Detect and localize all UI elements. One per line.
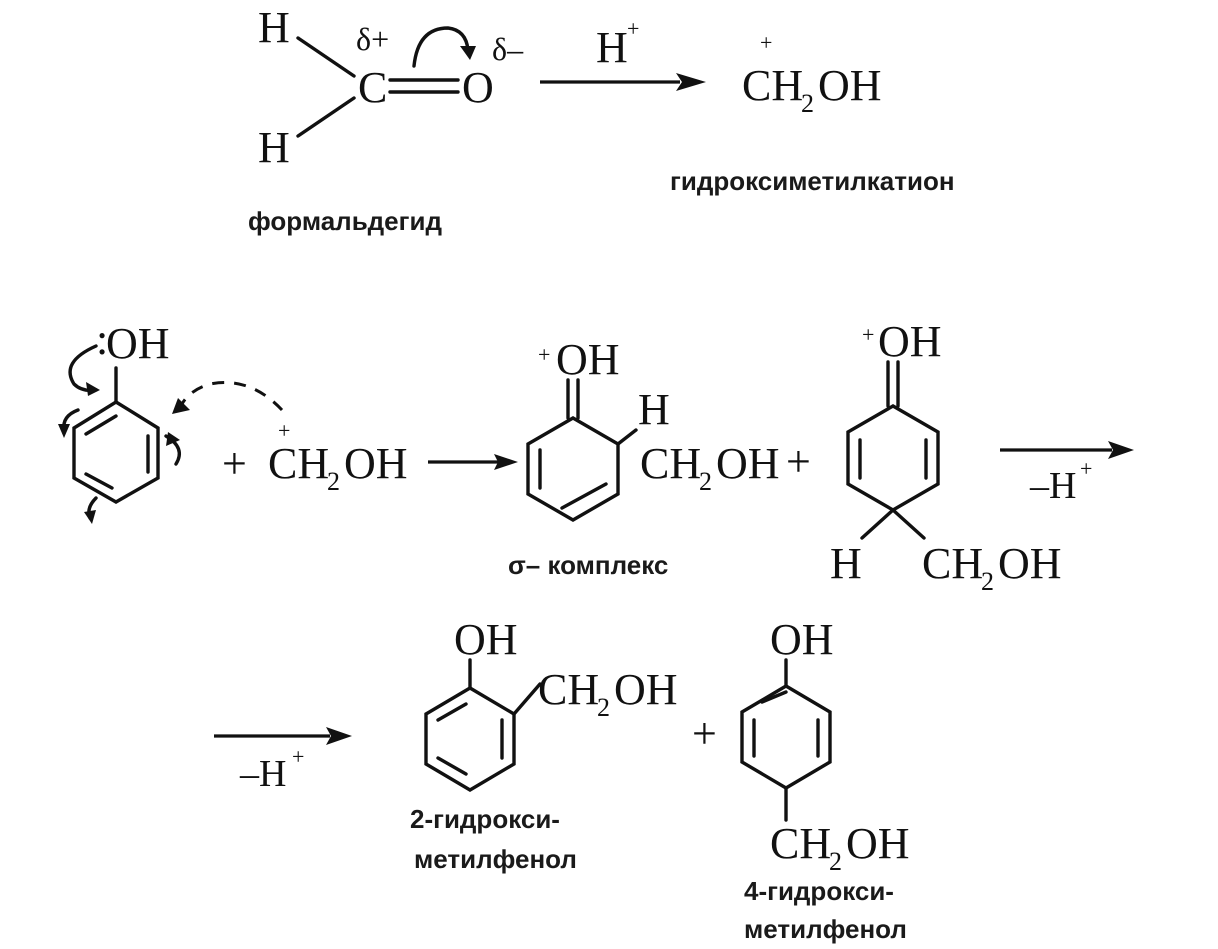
- formaldehyde-h-bottom: H: [258, 123, 290, 172]
- phenol: : OH: [58, 315, 284, 524]
- proton-reagent: H: [596, 23, 628, 72]
- protonation-arrow: H +: [540, 16, 706, 91]
- product-para-oh: OH: [770, 615, 834, 664]
- sigma-ortho-h: H: [638, 385, 670, 434]
- delta-minus-label: δ–: [492, 31, 524, 67]
- proton-charge: +: [627, 16, 639, 41]
- electron-shift-arrowhead: [460, 46, 476, 60]
- deprotonation-1-label: –H: [1029, 465, 1076, 507]
- formaldehyde-h-top: H: [258, 3, 290, 52]
- product-para-ch: CH: [770, 819, 831, 868]
- deprotonation-arrow-2-head: [326, 727, 352, 745]
- phenol-ring: [72, 400, 160, 504]
- cation-oh: OH: [818, 61, 882, 110]
- deprotonation-arrow-1: –H +: [1000, 441, 1134, 507]
- product-para-inner-bond-3: [760, 690, 788, 704]
- sigma-ortho-charge: +: [538, 342, 550, 367]
- lone-pair-shift-arrow: [68, 344, 98, 393]
- cation-subscript: 2: [801, 89, 814, 118]
- sigma-ortho-inner-bond-2: [560, 482, 608, 510]
- lone-pair-arrowhead: [86, 382, 100, 396]
- sigma-para-h: H: [830, 539, 862, 588]
- formaldehyde: H H C O δ+ δ– формальдегид: [248, 3, 524, 236]
- hydroxymethyl-cation: + CH 2 OH гидроксиметилкатион: [670, 30, 955, 196]
- phenol-inner-bond-3: [84, 472, 114, 490]
- product-para-oh2: OH: [846, 819, 910, 868]
- ring-shift-arrowhead-right: [166, 432, 180, 446]
- sigma-para-oh2: OH: [998, 539, 1062, 588]
- sigma-para-ch2oh-bond: [891, 508, 926, 540]
- attack-arrow: [428, 454, 518, 470]
- ring-shift-arrowhead-left: [58, 424, 70, 438]
- products-plus-sign: +: [692, 709, 717, 758]
- attack-arrowhead: [172, 398, 190, 414]
- deprotonation-2-label: –H: [239, 753, 286, 795]
- deprotonation-arrow-2: –H +: [214, 727, 352, 795]
- product-ortho-oh2: OH: [614, 665, 678, 714]
- sigma-ortho-ch: CH: [640, 439, 701, 488]
- phenol-oh: OH: [106, 319, 170, 368]
- product-para: OH CH 2 OH 4-гидрокси- метилфенол: [740, 615, 910, 944]
- electrophile-oh: OH: [344, 439, 408, 488]
- product-ortho-inner-bond-1: [436, 702, 468, 722]
- electrophile: + + CH 2 OH: [222, 418, 408, 496]
- sigma-para-oh: OH: [878, 317, 942, 366]
- product-para-subscript: 2: [829, 847, 842, 876]
- cation-charge: +: [760, 30, 772, 55]
- formaldehyde-name: формальдегид: [248, 206, 442, 236]
- sigma-ortho-oh2: OH: [716, 439, 780, 488]
- product-ortho-inner-bond-3: [436, 756, 468, 776]
- phenol-inner-bond-1: [84, 414, 118, 436]
- product-ortho-oh: OH: [454, 615, 518, 664]
- product-ortho-ch2-bond: [512, 682, 542, 716]
- sigma-complex-para: + OH H CH 2 OH: [830, 317, 1062, 596]
- product-para-name-line2: метилфенол: [744, 914, 907, 944]
- bond-ch-bottom: [296, 96, 356, 138]
- product-ortho-name-line1: 2-гидрокси-: [410, 804, 560, 834]
- electron-shift-arrow: [412, 26, 470, 68]
- formaldehyde-carbon: C: [358, 63, 387, 112]
- ring-shift-arrowhead-bottom: [84, 510, 96, 524]
- sigma-ortho-ch-bond: [616, 428, 638, 446]
- electrophile-plus-sign: +: [222, 439, 247, 488]
- sigma-ortho-subscript: 2: [699, 467, 712, 496]
- sigma-ortho-oh: OH: [556, 335, 620, 384]
- delta-plus-label: δ+: [356, 21, 389, 57]
- deprotonation-arrow-1-head: [1108, 441, 1134, 459]
- electrophile-subscript: 2: [327, 467, 340, 496]
- arrowhead: [676, 73, 706, 91]
- attack-arrow-head: [494, 454, 518, 470]
- phenol-lone-pair: :: [96, 315, 108, 364]
- electrophile-ch: CH: [268, 439, 329, 488]
- sigma-para-ch-bond: [860, 508, 895, 540]
- sigma-plus-sign: +: [786, 437, 811, 486]
- electrophile-charge: +: [278, 418, 290, 443]
- formaldehyde-oxygen: O: [462, 63, 494, 112]
- deprotonation-2-charge: +: [292, 744, 304, 769]
- cation-ch: CH: [742, 61, 803, 110]
- deprotonation-1-charge: +: [1080, 456, 1092, 481]
- sigma-complex-name: σ– комплекс: [508, 550, 668, 580]
- sigma-para-charge: +: [862, 322, 874, 347]
- product-ortho: OH CH 2 OH 2-гидрокси- метилфенол: [410, 615, 678, 874]
- bond-ch-top: [296, 36, 356, 78]
- cation-name: гидроксиметилкатион: [670, 166, 955, 196]
- sigma-para-subscript: 2: [981, 567, 994, 596]
- product-ortho-name-line2: метилфенол: [414, 844, 577, 874]
- product-ortho-subscript: 2: [597, 693, 610, 722]
- product-ortho-ch: CH: [538, 665, 599, 714]
- sigma-complex-ortho: + OH H CH 2 OH + σ– комплекс: [508, 335, 811, 580]
- sigma-para-ch: CH: [922, 539, 983, 588]
- electrophile-attack-dashed-arrow: [180, 380, 284, 412]
- product-para-name-line1: 4-гидрокси-: [744, 876, 894, 906]
